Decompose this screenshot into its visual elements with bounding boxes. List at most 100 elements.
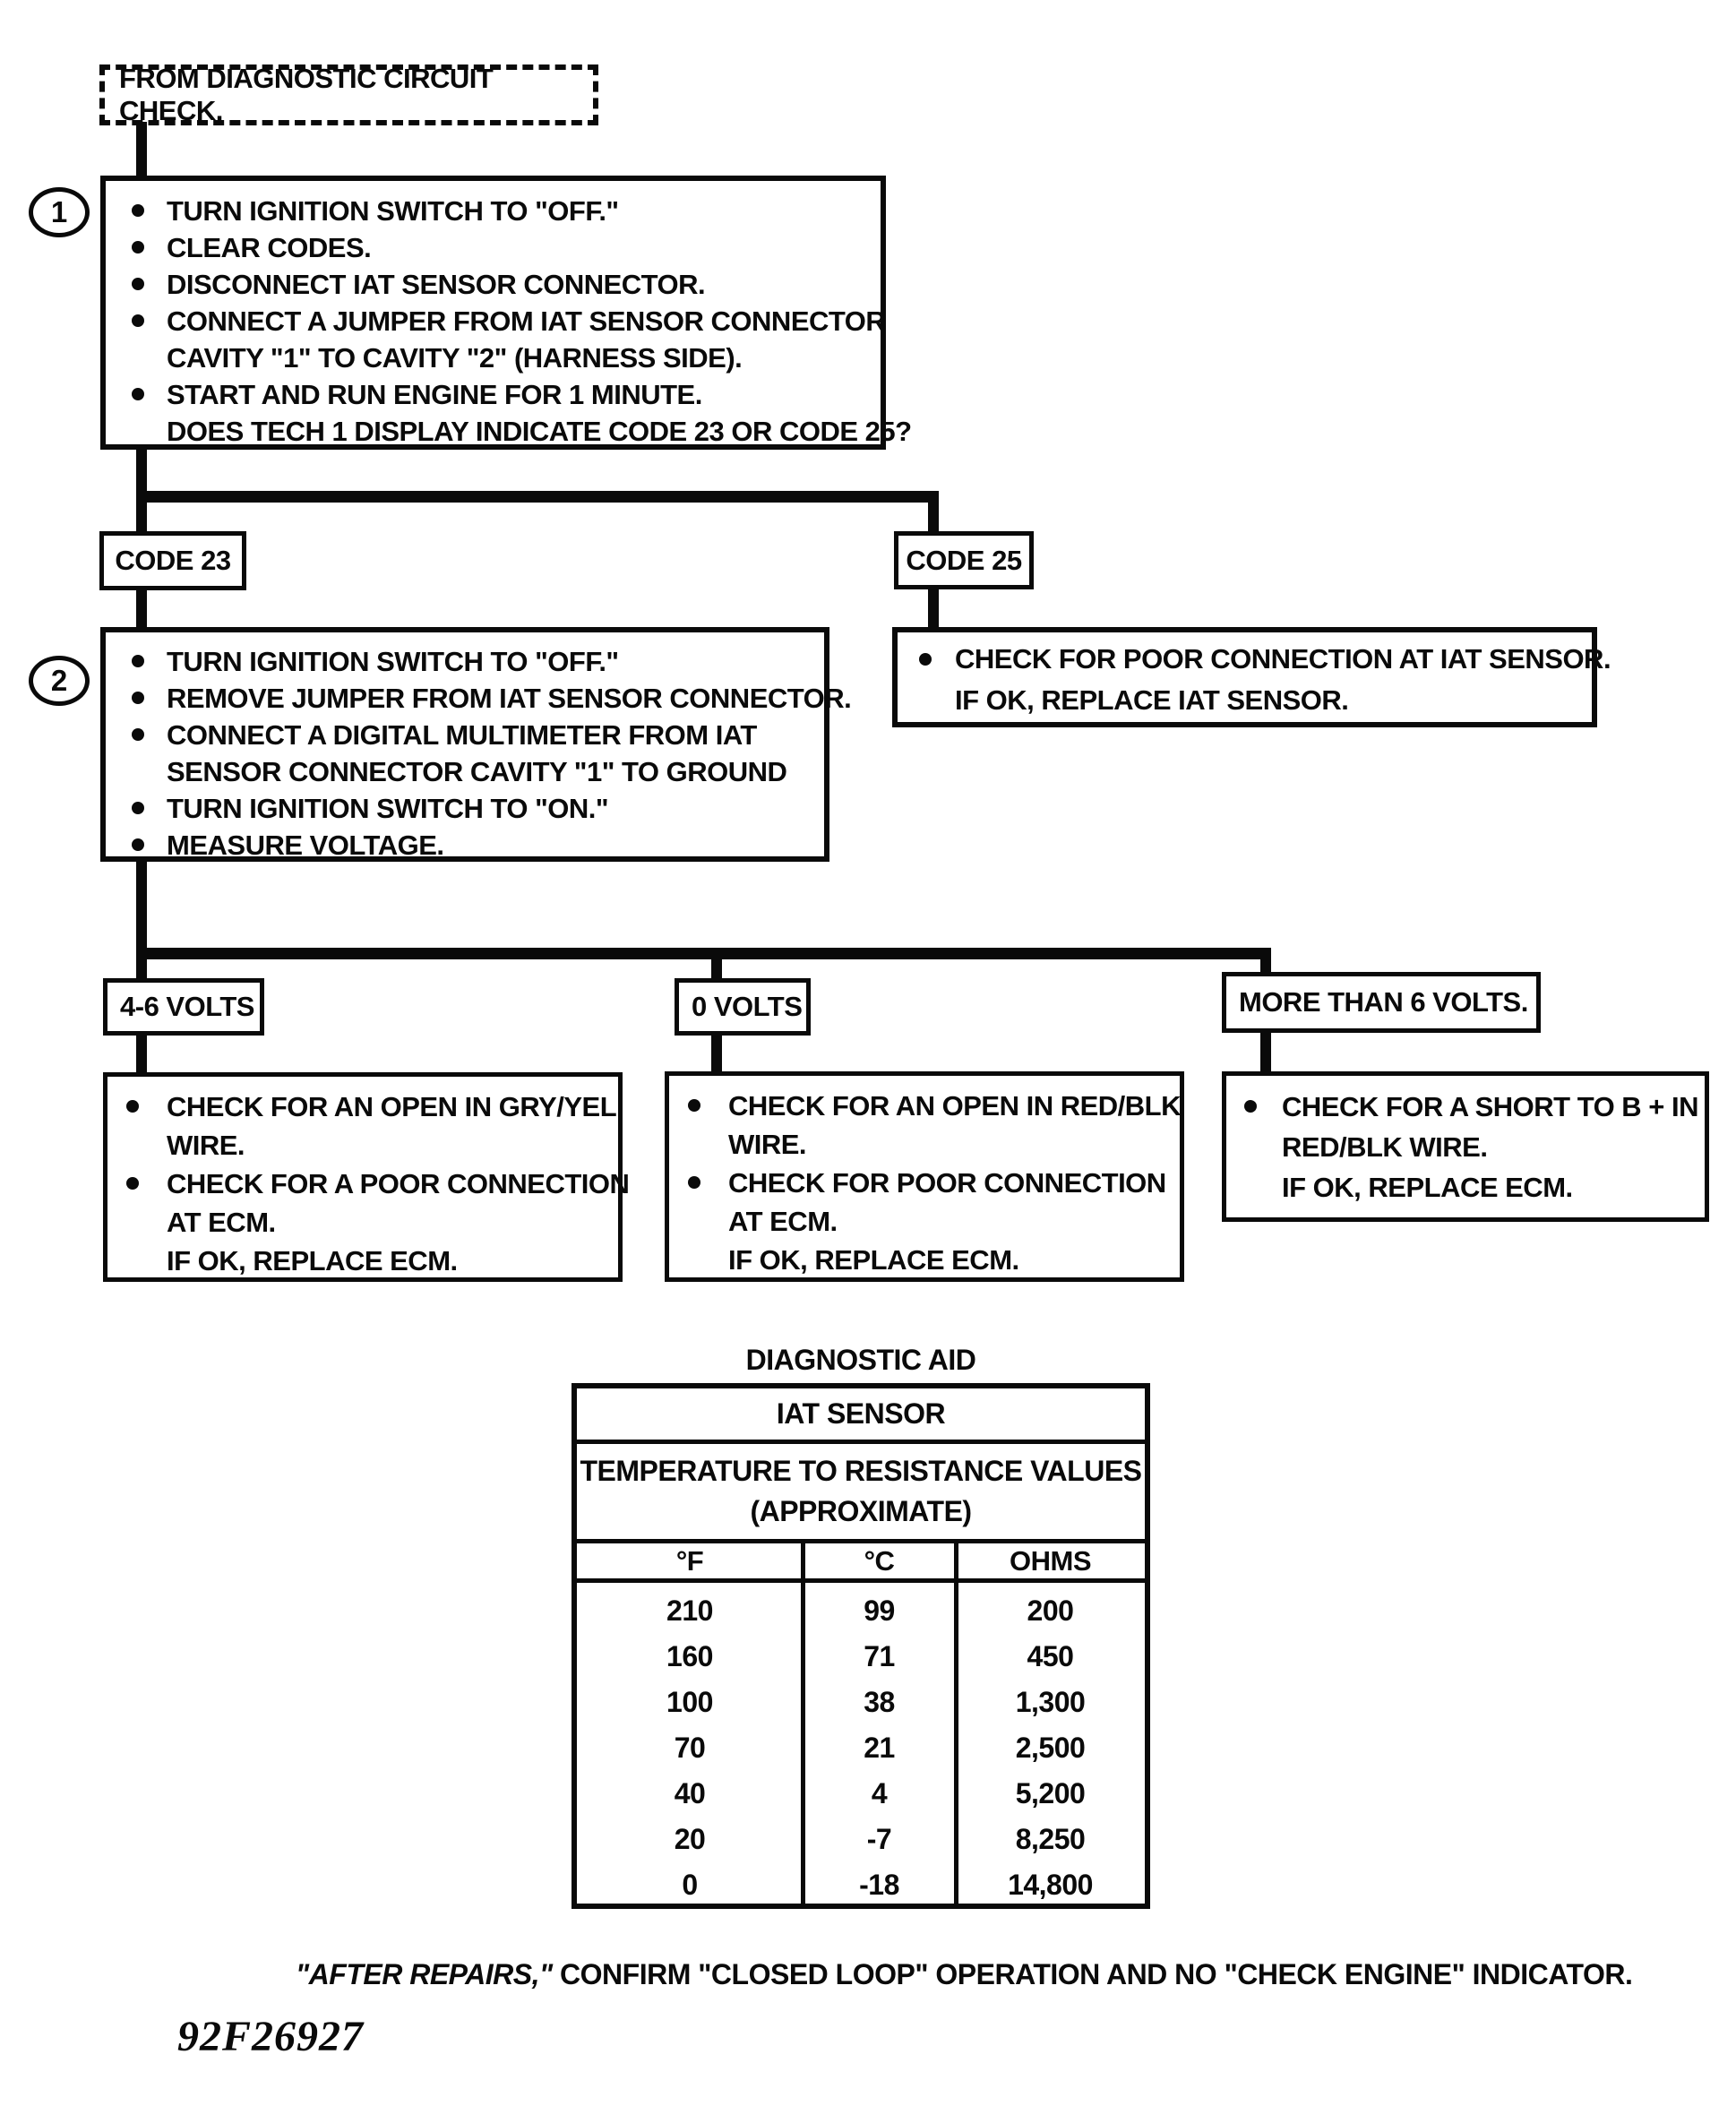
- cell-f: 160: [666, 1640, 713, 1672]
- action-4-6-box: CHECK FOR AN OPEN IN GRY/YEL WIRE. CHECK…: [103, 1072, 630, 1282]
- bullet-icon: [126, 1100, 139, 1113]
- connector-code23-step2: [136, 589, 147, 631]
- table-subheader-line2: (APPROXIMATE): [750, 1495, 972, 1527]
- table-subheader-line1: TEMPERATURE TO RESISTANCE VALUES: [580, 1455, 1142, 1487]
- flow-line: IF OK, REPLACE ECM.: [1282, 1167, 1697, 1208]
- flow-line: AT ECM.: [728, 1202, 1173, 1241]
- cell-f: 0: [682, 1869, 698, 1901]
- flow-line-text: CHECK FOR A SHORT TO B + IN: [1282, 1091, 1699, 1122]
- flow-line: RED/BLK WIRE.: [1282, 1127, 1697, 1167]
- step-badge-2: 2: [29, 656, 90, 706]
- bullet-icon: [919, 653, 932, 666]
- action-0-box: CHECK FOR AN OPEN IN RED/BLK WIRE. CHECK…: [665, 1071, 1184, 1282]
- cell-c: -7: [866, 1823, 892, 1855]
- bullet-icon: [132, 241, 144, 254]
- connector-more6-action: [1260, 1031, 1271, 1074]
- flow-line-text: IF OK, REPLACE ECM.: [167, 1245, 458, 1276]
- flow-line: MEASURE VOLTAGE.: [132, 827, 815, 864]
- flow-line-text: DOES TECH 1 DISPLAY INDICATE CODE 23 OR …: [167, 416, 912, 447]
- flow-line: CHECK FOR POOR CONNECTION: [688, 1164, 1173, 1202]
- table-row: 20 -7 8,250: [577, 1817, 1145, 1862]
- flow-line-text: SENSOR CONNECTOR CAVITY "1" TO GROUND: [167, 756, 787, 787]
- iat-resistance-table: IAT SENSOR TEMPERATURE TO RESISTANCE VAL…: [572, 1383, 1150, 1909]
- connector-more6-drop: [1260, 957, 1271, 976]
- after-repairs-italic: "AFTER REPAIRS,": [296, 1958, 553, 1990]
- flow-line: SENSOR CONNECTOR CAVITY "1" TO GROUND: [167, 753, 815, 790]
- iat-sensor-action-box: CHECK FOR POOR CONNECTION AT IAT SENSOR.…: [892, 627, 1611, 727]
- table-subheader: TEMPERATURE TO RESISTANCE VALUES (APPROX…: [577, 1444, 1145, 1539]
- flow-line-text: CHECK FOR A POOR CONNECTION: [167, 1168, 630, 1199]
- table-divider: [577, 1578, 1145, 1583]
- table-row: 100 38 1,300: [577, 1680, 1145, 1725]
- table-row: 0 -18 14,800: [577, 1862, 1145, 1908]
- flow-line: CONNECT A DIGITAL MULTIMETER FROM IAT: [132, 717, 815, 753]
- flow-line: CHECK FOR A SHORT TO B + IN: [1244, 1087, 1699, 1127]
- bullet-icon: [1244, 1100, 1257, 1113]
- flow-line-text: IF OK, REPLACE ECM.: [728, 1244, 1019, 1276]
- bullet-icon: [688, 1176, 700, 1189]
- flow-line: WIRE.: [728, 1125, 1173, 1164]
- code23-box: CODE 23: [99, 531, 246, 590]
- table-column-header-row: °F °C OHMS: [577, 1543, 1145, 1578]
- entry-label: FROM DIAGNOSTIC CIRCUIT CHECK.: [119, 63, 494, 126]
- flow-line: IF OK, REPLACE ECM.: [728, 1241, 1173, 1279]
- bullet-icon: [132, 692, 144, 704]
- bullet-icon: [132, 278, 144, 290]
- flow-line: CHECK FOR AN OPEN IN GRY/YEL: [126, 1087, 617, 1126]
- flow-line-text: WIRE.: [728, 1129, 807, 1160]
- cell-c: 21: [864, 1732, 895, 1764]
- column-divider: [954, 1539, 958, 1904]
- flow-line-text: TURN IGNITION SWITCH TO "OFF.": [167, 646, 619, 677]
- connector-46-action: [136, 1034, 147, 1075]
- action-more6-box: CHECK FOR A SHORT TO B + IN RED/BLK WIRE…: [1222, 1071, 1709, 1222]
- bullet-icon: [126, 1177, 139, 1190]
- flow-line: AT ECM.: [167, 1203, 611, 1242]
- flow-line-text: REMOVE JUMPER FROM IAT SENSOR CONNECTOR.: [167, 683, 852, 714]
- flow-line: CHECK FOR AN OPEN IN RED/BLK: [688, 1087, 1181, 1125]
- volts-0-box: 0 VOLTS: [675, 978, 811, 1036]
- volts-4-6-label: 4-6 VOLTS: [120, 991, 254, 1022]
- cell-c: 4: [871, 1777, 888, 1809]
- connector-0-drop: [711, 957, 722, 982]
- flow-line: DOES TECH 1 DISPLAY INDICATE CODE 23 OR …: [167, 413, 912, 450]
- connector-code23-drop: [136, 500, 147, 536]
- flow-line: DISCONNECT IAT SENSOR CONNECTOR.: [132, 266, 872, 303]
- flow-line: TURN IGNITION SWITCH TO "ON.": [132, 790, 815, 827]
- cell-c: 38: [864, 1686, 895, 1718]
- volts-more6-box: MORE THAN 6 VOLTS.: [1222, 972, 1541, 1033]
- volts-4-6-box: 4-6 VOLTS: [103, 978, 264, 1036]
- cell-f: 20: [674, 1823, 706, 1855]
- flow-line: CLEAR CODES.: [132, 229, 872, 266]
- flow-line-text: START AND RUN ENGINE FOR 1 MINUTE.: [167, 379, 702, 410]
- connector-46-drop: [136, 957, 147, 982]
- branch-line-volts: [136, 948, 1271, 959]
- column-header-f: °F: [675, 1545, 704, 1577]
- cell-f: 40: [674, 1777, 706, 1809]
- flow-line-text: CONNECT A JUMPER FROM IAT SENSOR CONNECT…: [167, 305, 886, 337]
- flow-line: TURN IGNITION SWITCH TO "OFF.": [132, 193, 872, 229]
- cell-f: 210: [666, 1594, 713, 1627]
- bullet-icon: [132, 204, 144, 217]
- flow-line: IF OK, REPLACE ECM.: [167, 1242, 611, 1280]
- flow-line-text: CHECK FOR AN OPEN IN RED/BLK: [728, 1090, 1181, 1122]
- connector-entry-step1: [136, 122, 147, 177]
- step-badge-2-number: 2: [50, 664, 68, 697]
- after-repairs-note: "AFTER REPAIRS," CONFIRM "CLOSED LOOP" O…: [296, 1958, 1633, 1991]
- entry-box: FROM DIAGNOSTIC CIRCUIT CHECK.: [99, 63, 598, 126]
- flow-line: START AND RUN ENGINE FOR 1 MINUTE.: [132, 376, 872, 413]
- cell-c: -18: [859, 1869, 899, 1901]
- flow-line: WIRE.: [167, 1126, 611, 1165]
- cell-ohms: 5,200: [1015, 1777, 1086, 1809]
- cell-ohms: 2,500: [1015, 1732, 1086, 1764]
- flow-line: CHECK FOR POOR CONNECTION AT IAT SENSOR.: [919, 639, 1611, 680]
- connector-step1-branch: [136, 448, 147, 494]
- flow-line: TURN IGNITION SWITCH TO "OFF.": [132, 643, 815, 680]
- cell-ohms: 14,800: [1008, 1869, 1093, 1901]
- flow-line: CONNECT A JUMPER FROM IAT SENSOR CONNECT…: [132, 303, 886, 340]
- flow-line: REMOVE JUMPER FROM IAT SENSOR CONNECTOR.: [132, 680, 852, 717]
- flow-line: CAVITY "1" TO CAVITY "2" (HARNESS SIDE).: [167, 340, 872, 376]
- flow-line-text: IF OK, REPLACE ECM.: [1282, 1172, 1573, 1203]
- table-row: 160 71 450: [577, 1634, 1145, 1680]
- cell-f: 70: [674, 1732, 706, 1764]
- bullet-icon: [132, 802, 144, 814]
